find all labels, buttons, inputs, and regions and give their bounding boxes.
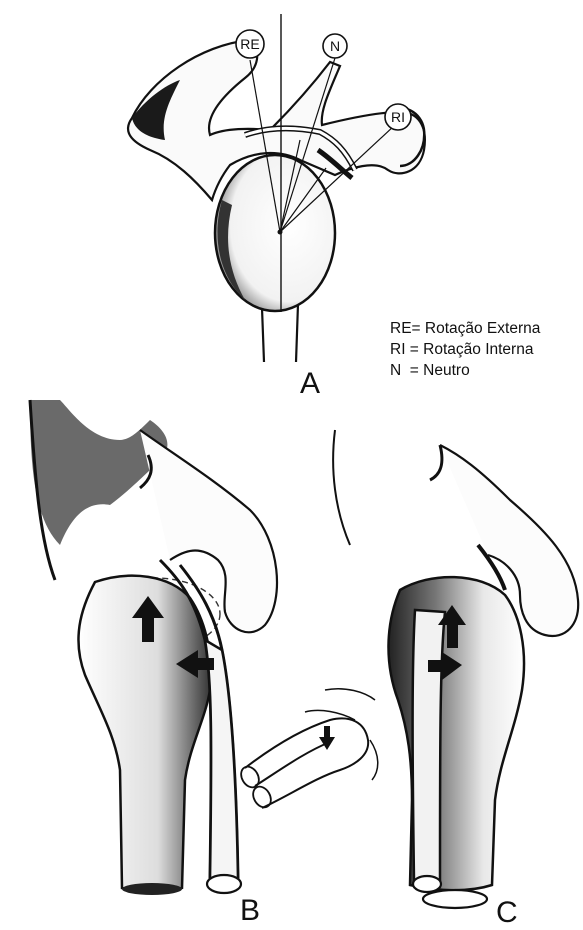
marker-n-label: N: [330, 38, 340, 54]
legend-item-re: RE= Rotação Externa: [390, 318, 540, 339]
panel-a: RE N RI A: [128, 14, 425, 400]
marker-re-label: RE: [240, 36, 259, 52]
biceps-tendon-c: [413, 610, 445, 880]
panel-a-label: A: [300, 367, 320, 400]
marker-ri: RI: [385, 104, 411, 130]
legend-item-ri: RI = Rotação Interna: [390, 339, 540, 360]
legend-item-n: N = Neutro: [390, 360, 540, 381]
arm-inset: [238, 689, 378, 811]
humeral-head-a: [215, 155, 335, 311]
legend: RE= Rotação Externa RI = Rotação Interna…: [390, 318, 540, 381]
panel-b: B: [30, 400, 277, 927]
scapula-b-shadow: [30, 400, 167, 545]
marker-ri-label: RI: [391, 109, 405, 125]
panel-b-label: B: [240, 894, 260, 927]
panel-c: C: [333, 430, 578, 929]
center-point-a: [278, 230, 283, 235]
panel-c-label: C: [496, 896, 518, 929]
marker-n: N: [323, 34, 347, 58]
humerus-shaft-a: [262, 304, 298, 362]
marker-re: RE: [236, 30, 264, 58]
